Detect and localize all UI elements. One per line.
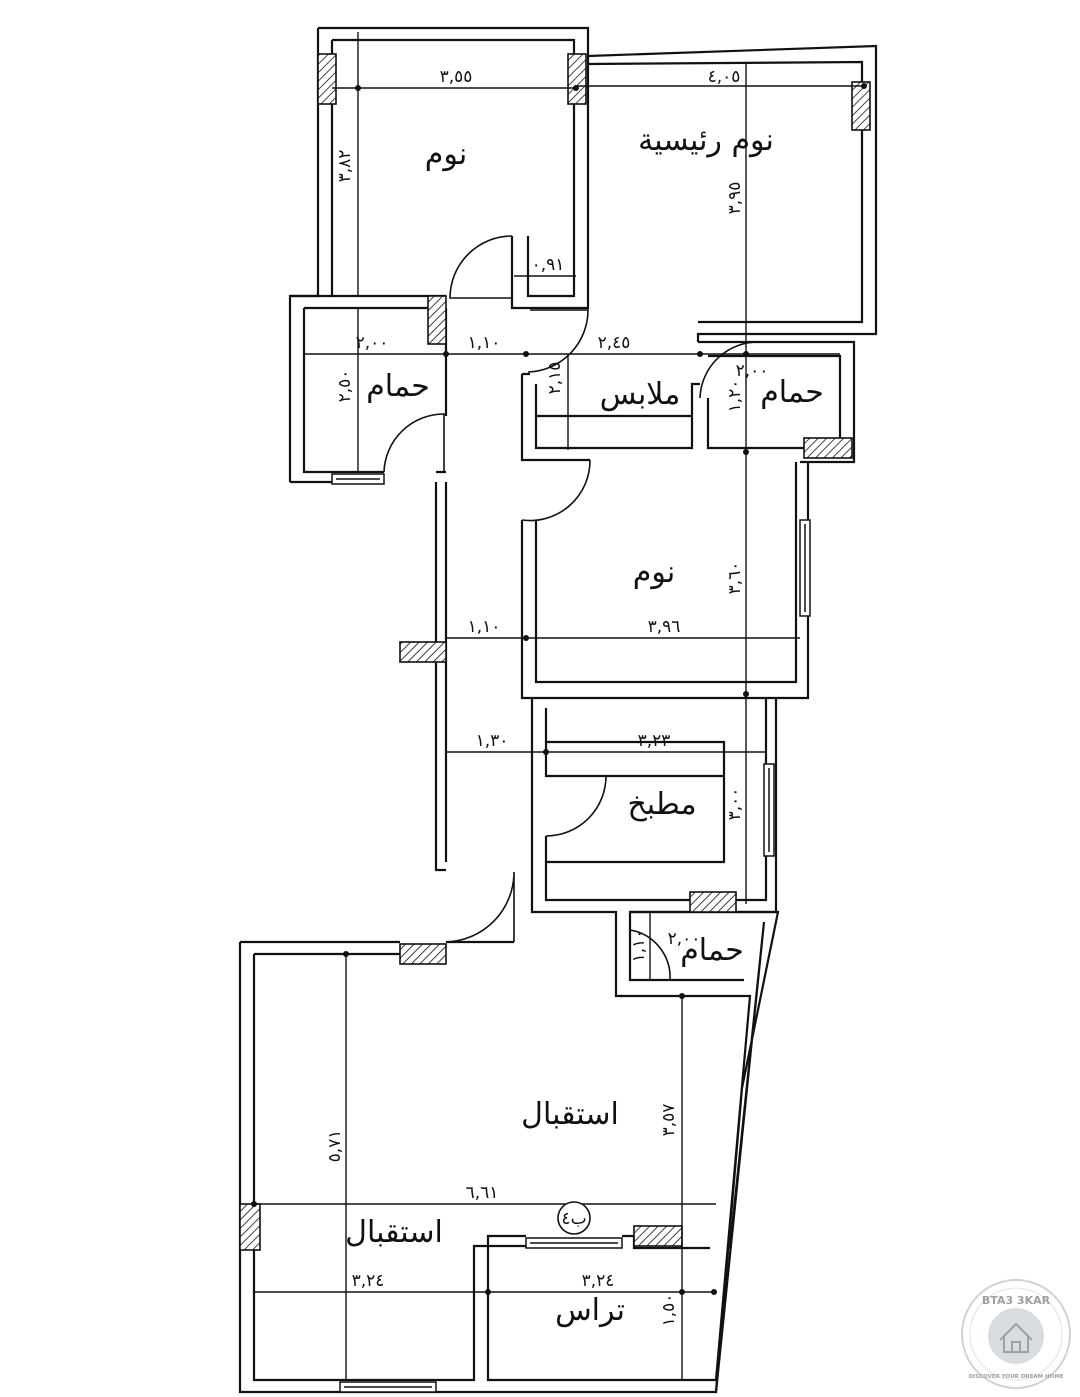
column bbox=[399, 943, 447, 965]
dimension-label: ٣,٢٣ bbox=[638, 731, 671, 751]
door-swing-bedroom-top bbox=[449, 235, 513, 299]
room-label-kitchen: مطبخ bbox=[627, 787, 696, 822]
room-label-terrace: تراس bbox=[555, 1293, 625, 1328]
room-label-master-bedroom: نوم رئيسية bbox=[638, 123, 774, 158]
wall-reception bbox=[238, 910, 780, 1394]
dimension-label: ١,٣٠ bbox=[476, 731, 509, 751]
room-label-bath-left: حمام bbox=[366, 369, 430, 404]
door-swing-entrance bbox=[445, 871, 515, 943]
wall-reception-outer bbox=[714, 921, 766, 1393]
dimension-label: ٣,٦٠ bbox=[725, 562, 745, 595]
room-label-bath-right: حمام bbox=[760, 375, 824, 410]
dimension-label: ٣,٠٠ bbox=[725, 788, 745, 821]
door-swing-bedroom-mid bbox=[521, 459, 591, 522]
dimension-label: ٠,٩١ bbox=[532, 255, 565, 275]
column bbox=[399, 641, 447, 663]
dimension-labels: ٣,٥٥ ٤,٠٥ ٣,٨٢ ٣,٩٥ ٠,٩١ ٢,٠٠ ١,١٠ ٢,٤٥ … bbox=[325, 67, 768, 1326]
column bbox=[803, 437, 853, 459]
column-tag-label: ب٤ bbox=[561, 1209, 586, 1229]
brand-logo: BTA3 3KAR DISCOVER YOUR DREAM HOME bbox=[961, 1279, 1071, 1389]
dimension-label: ٥,٧١ bbox=[325, 1130, 345, 1163]
column bbox=[689, 891, 737, 913]
house-icon bbox=[999, 1322, 1033, 1353]
columns bbox=[239, 53, 871, 1251]
dimension-label: ٢,٥٠ bbox=[335, 370, 355, 403]
dimension-label: ١,٥٠ bbox=[659, 1294, 679, 1327]
column-tag: ب٤ bbox=[557, 1201, 591, 1235]
dimension-label: ٣,٥٥ bbox=[440, 67, 473, 87]
column bbox=[427, 295, 447, 345]
column bbox=[567, 53, 587, 105]
walls bbox=[238, 26, 878, 1394]
room-label-wardrobe: ملابس bbox=[600, 377, 681, 412]
dimension-label: ١,١٠ bbox=[468, 333, 501, 353]
room-label-reception-main: استقبال bbox=[521, 1097, 619, 1132]
room-label-bedroom-mid: نوم bbox=[633, 555, 675, 590]
door-swing-kitchen bbox=[545, 775, 607, 837]
room-label-bedroom-top: نوم bbox=[425, 137, 467, 172]
door-swing-bath-small bbox=[629, 929, 671, 981]
door-swing-bath-right bbox=[699, 341, 761, 399]
dimension-label: ٢,٠٠ bbox=[356, 333, 389, 353]
dimension-lines bbox=[251, 32, 867, 1380]
dimension-label: ٦,٦١ bbox=[466, 1183, 499, 1203]
room-label-reception-second: استقبال bbox=[345, 1215, 443, 1250]
room-labels: نوم نوم رئيسية حمام ملابس حمام نوم مطبخ … bbox=[345, 123, 824, 1328]
dimension-label: ١,١٠ bbox=[468, 617, 501, 637]
logo-brand-text: BTA3 3KAR bbox=[982, 1294, 1051, 1307]
dimension-label: ٢,٠٠ bbox=[736, 361, 769, 381]
column bbox=[239, 1203, 261, 1251]
dimension-label: ٢,١٥ bbox=[545, 362, 565, 395]
column bbox=[851, 81, 871, 131]
doors bbox=[383, 235, 761, 981]
logo-tagline-text: DISCOVER YOUR DREAM HOME bbox=[968, 1374, 1063, 1380]
column bbox=[633, 1225, 683, 1247]
room-label-bath-small: حمام bbox=[680, 933, 744, 968]
dimension-label: ٣,٢٤ bbox=[352, 1271, 385, 1291]
dimension-label: ٣,٩٥ bbox=[725, 182, 745, 215]
wall-wardrobe bbox=[520, 340, 856, 464]
dimension-label: ٣,٨٢ bbox=[335, 150, 355, 183]
dimension-label: ١,١٠ bbox=[629, 930, 649, 963]
wall-kitchen bbox=[530, 698, 778, 998]
wall-master-bedroom bbox=[587, 44, 878, 342]
windows bbox=[331, 473, 811, 1393]
door-swing-master bbox=[527, 309, 589, 373]
column bbox=[317, 53, 337, 105]
dimension-label: ٢,٠٠ bbox=[668, 929, 701, 949]
dimension-label: ١,٢٠ bbox=[725, 380, 745, 413]
dimension-label: ٣,٢٤ bbox=[582, 1271, 615, 1291]
dimension-label: ٣,٥٧ bbox=[659, 1104, 679, 1137]
dimension-label: ٤,٠٥ bbox=[708, 67, 741, 87]
dimension-label: ٢,٤٥ bbox=[598, 333, 631, 353]
door-swing-bath-left bbox=[383, 413, 445, 473]
dimension-label: ٣,٩٦ bbox=[648, 617, 681, 637]
